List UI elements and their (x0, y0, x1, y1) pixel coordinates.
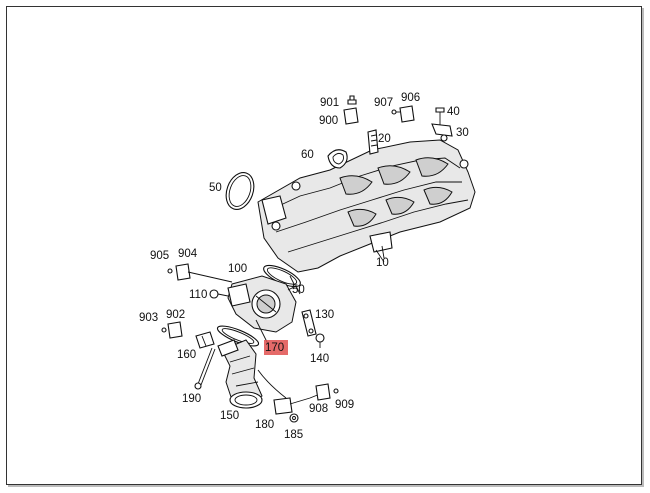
label-907[interactable]: 907 (374, 97, 393, 109)
label-30[interactable]: 30 (456, 127, 469, 139)
label-905[interactable]: 905 (150, 250, 169, 262)
label-160[interactable]: 160 (177, 349, 196, 361)
screw-110[interactable] (209, 289, 229, 299)
label-180[interactable]: 180 (255, 419, 274, 431)
nut-185[interactable] (289, 413, 299, 423)
label-100[interactable]: 100 (228, 263, 247, 275)
bolt-190[interactable] (194, 347, 216, 390)
intake-pipe-150[interactable] (217, 339, 263, 409)
sensor-30[interactable] (431, 123, 453, 142)
connector-900[interactable] (343, 107, 359, 125)
label-902[interactable]: 902 (166, 309, 185, 321)
label-901[interactable]: 901 (320, 97, 339, 109)
pin-901[interactable] (347, 95, 357, 105)
sensor-180[interactable] (257, 369, 321, 415)
label-906[interactable]: 906 (401, 92, 420, 104)
intake-manifold[interactable] (257, 139, 476, 273)
label-10[interactable]: 10 (376, 257, 389, 269)
bracket-130[interactable] (301, 309, 317, 337)
label-130[interactable]: 130 (315, 309, 334, 321)
gasket-170[interactable] (215, 322, 260, 350)
label-909[interactable]: 909 (335, 399, 354, 411)
o-ring-50-top[interactable] (221, 169, 258, 214)
bolt-140[interactable] (315, 333, 325, 348)
label-170-highlight (264, 340, 288, 355)
connector-904[interactable] (167, 263, 191, 281)
label-140[interactable]: 140 (310, 353, 329, 365)
gasket-60[interactable] (327, 149, 348, 169)
connector-906[interactable] (391, 105, 415, 123)
label-150[interactable]: 150 (220, 410, 239, 422)
label-110[interactable]: 110 (189, 289, 207, 301)
label-908[interactable]: 908 (309, 403, 328, 415)
label-50-middle[interactable]: 50 (292, 284, 305, 296)
sensor-20[interactable] (367, 129, 379, 155)
throttle-body-100[interactable] (227, 275, 301, 333)
label-904[interactable]: 904 (178, 248, 198, 260)
label-185[interactable]: 185 (284, 429, 303, 441)
label-900[interactable]: 900 (319, 115, 338, 127)
label-170[interactable]: 170 (265, 342, 284, 354)
connector-908[interactable] (315, 383, 339, 401)
clamp-160[interactable] (195, 331, 215, 349)
label-60[interactable]: 60 (301, 149, 314, 161)
label-40[interactable]: 40 (447, 106, 460, 118)
label-903[interactable]: 903 (139, 312, 158, 324)
label-20[interactable]: 20 (378, 133, 391, 145)
label-50-top[interactable]: 50 (209, 182, 222, 194)
label-190[interactable]: 190 (182, 393, 201, 405)
connector-902[interactable] (161, 321, 183, 339)
bolt-40[interactable] (435, 107, 445, 126)
